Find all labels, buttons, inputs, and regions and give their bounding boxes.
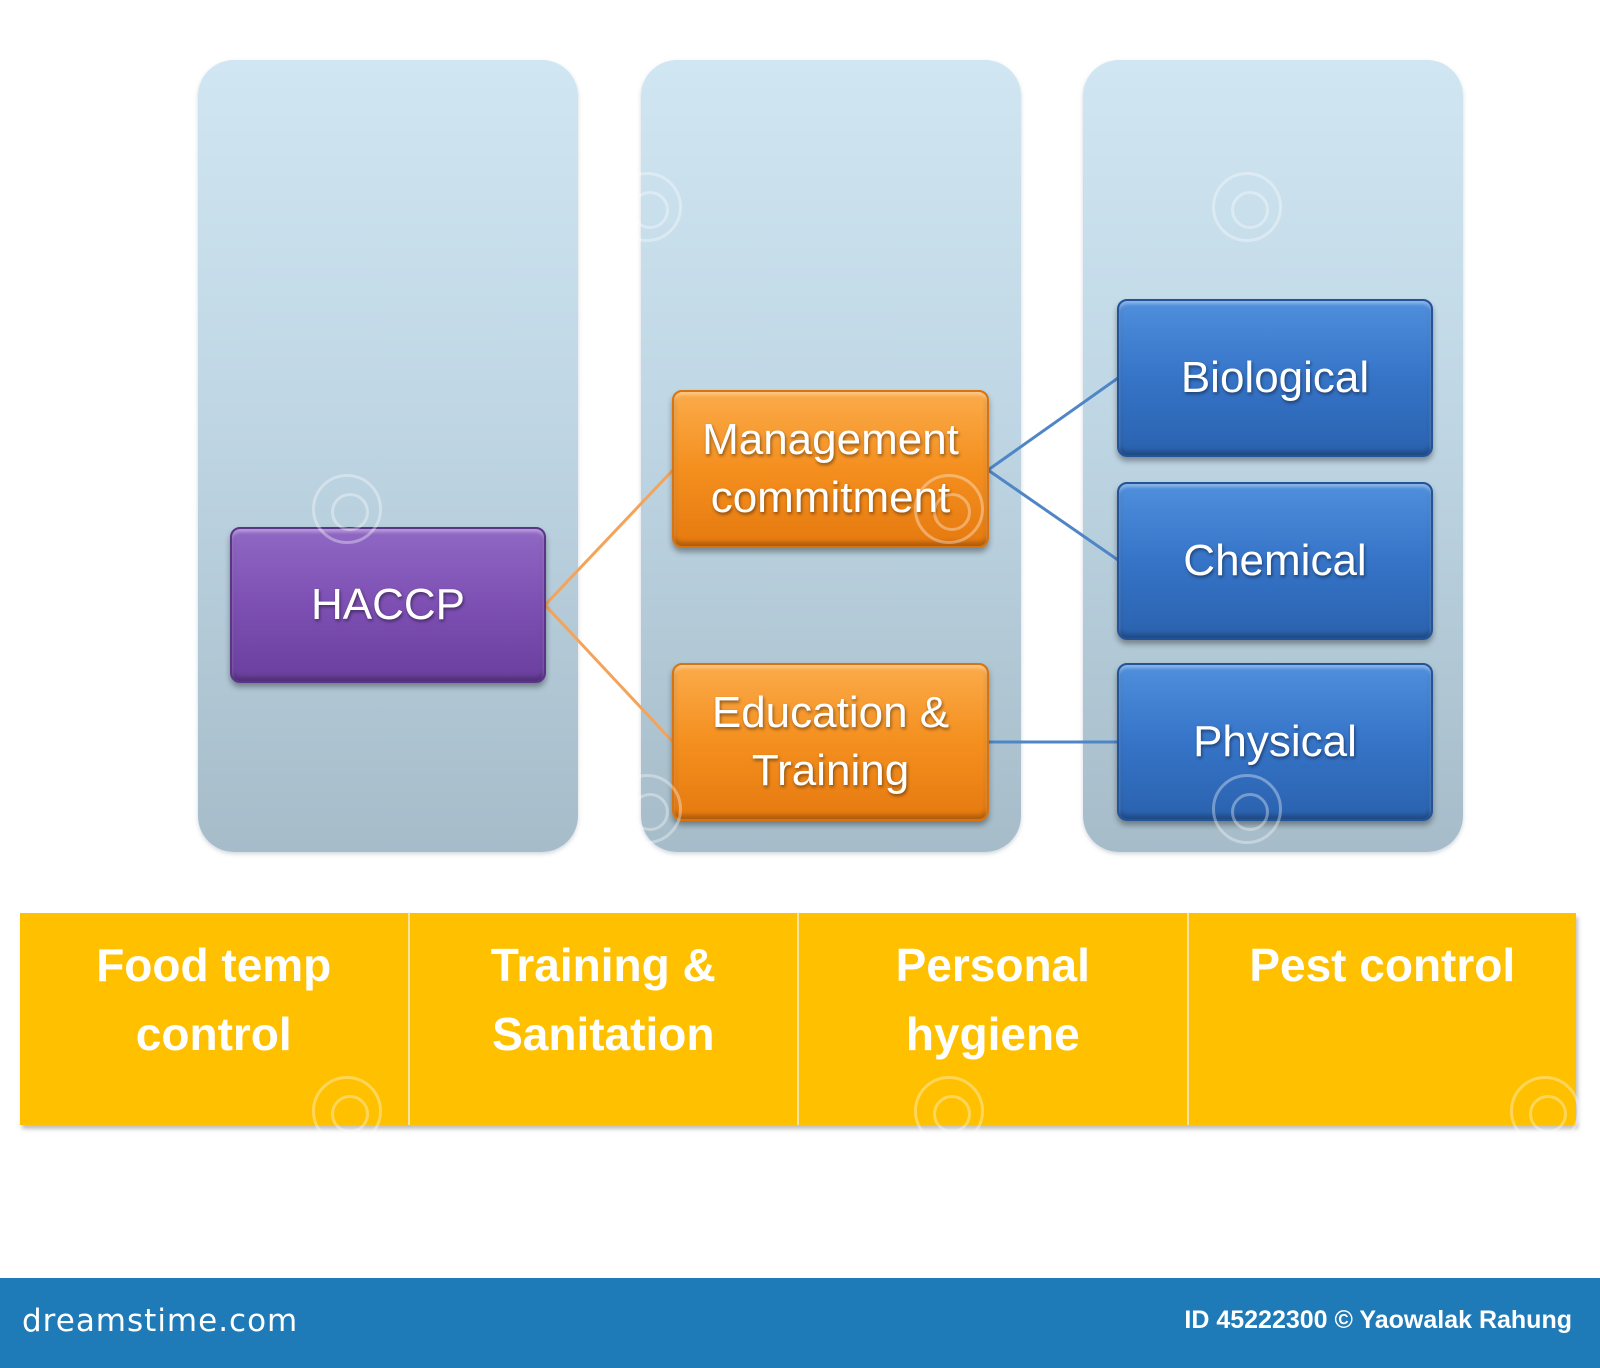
- footer-credit: ID 45222300 © Yaowalak Rahung: [1184, 1306, 1572, 1334]
- bar-cell-text: Pest control: [1249, 939, 1516, 991]
- watermark-swirl-icon: [14, 172, 84, 242]
- bar-cell-training-sanitation: Training & Sanitation: [410, 913, 799, 1125]
- bar-cell-text: hygiene: [905, 1008, 1080, 1060]
- haccp-label: HACCP: [310, 579, 466, 629]
- education-training-node: Education & Training: [672, 663, 989, 821]
- biological-node: Biological: [1117, 299, 1433, 457]
- watermark-swirl-icon: [914, 1076, 984, 1146]
- physical-label: Physical: [1193, 716, 1357, 766]
- haccp-node: HACCP: [230, 527, 546, 683]
- bar-cell-text: Food temp: [96, 939, 332, 991]
- bar-cell-personal-hygiene: Personal hygiene: [799, 913, 1189, 1125]
- watermark-swirl-icon: [612, 774, 682, 844]
- column-left-panel: [198, 60, 578, 852]
- bar-cell-text: control: [135, 1008, 292, 1060]
- watermark-swirl-icon: [312, 1076, 382, 1146]
- management-line-1: Management: [702, 414, 959, 464]
- watermark-swirl-icon: [1212, 774, 1282, 844]
- prerequisite-bar: Food temp control Training & Sanitation …: [20, 913, 1576, 1125]
- bar-cell-food-temp: Food temp control: [20, 913, 410, 1125]
- bar-cell-text: Sanitation: [492, 1008, 715, 1060]
- watermark-swirl-icon: [612, 172, 682, 242]
- watermark-swirl-icon: [312, 474, 382, 544]
- footer-logo: dreamstime.com: [22, 1303, 299, 1339]
- education-line-1: Education &: [711, 687, 950, 737]
- education-line-2: Training: [751, 746, 910, 795]
- chemical-label: Chemical: [1183, 535, 1367, 585]
- biological-label: Biological: [1180, 352, 1370, 402]
- bar-cell-pest-control: Pest control: [1189, 913, 1577, 1125]
- chemical-node: Chemical: [1117, 482, 1433, 640]
- watermark-swirl-icon: [1212, 172, 1282, 242]
- watermark-swirl-icon: [14, 774, 84, 844]
- watermark-swirl-icon: [914, 474, 984, 544]
- bar-cell-text: Personal: [895, 939, 1090, 991]
- bar-cell-text: Training &: [490, 939, 716, 991]
- footer-bar: dreamstime.com ID 45222300 © Yaowalak Ra…: [0, 1278, 1600, 1368]
- watermark-swirl-icon: [1510, 1076, 1580, 1146]
- watermark-swirl-icon: [1510, 474, 1580, 544]
- management-line-2: commitment: [710, 473, 951, 522]
